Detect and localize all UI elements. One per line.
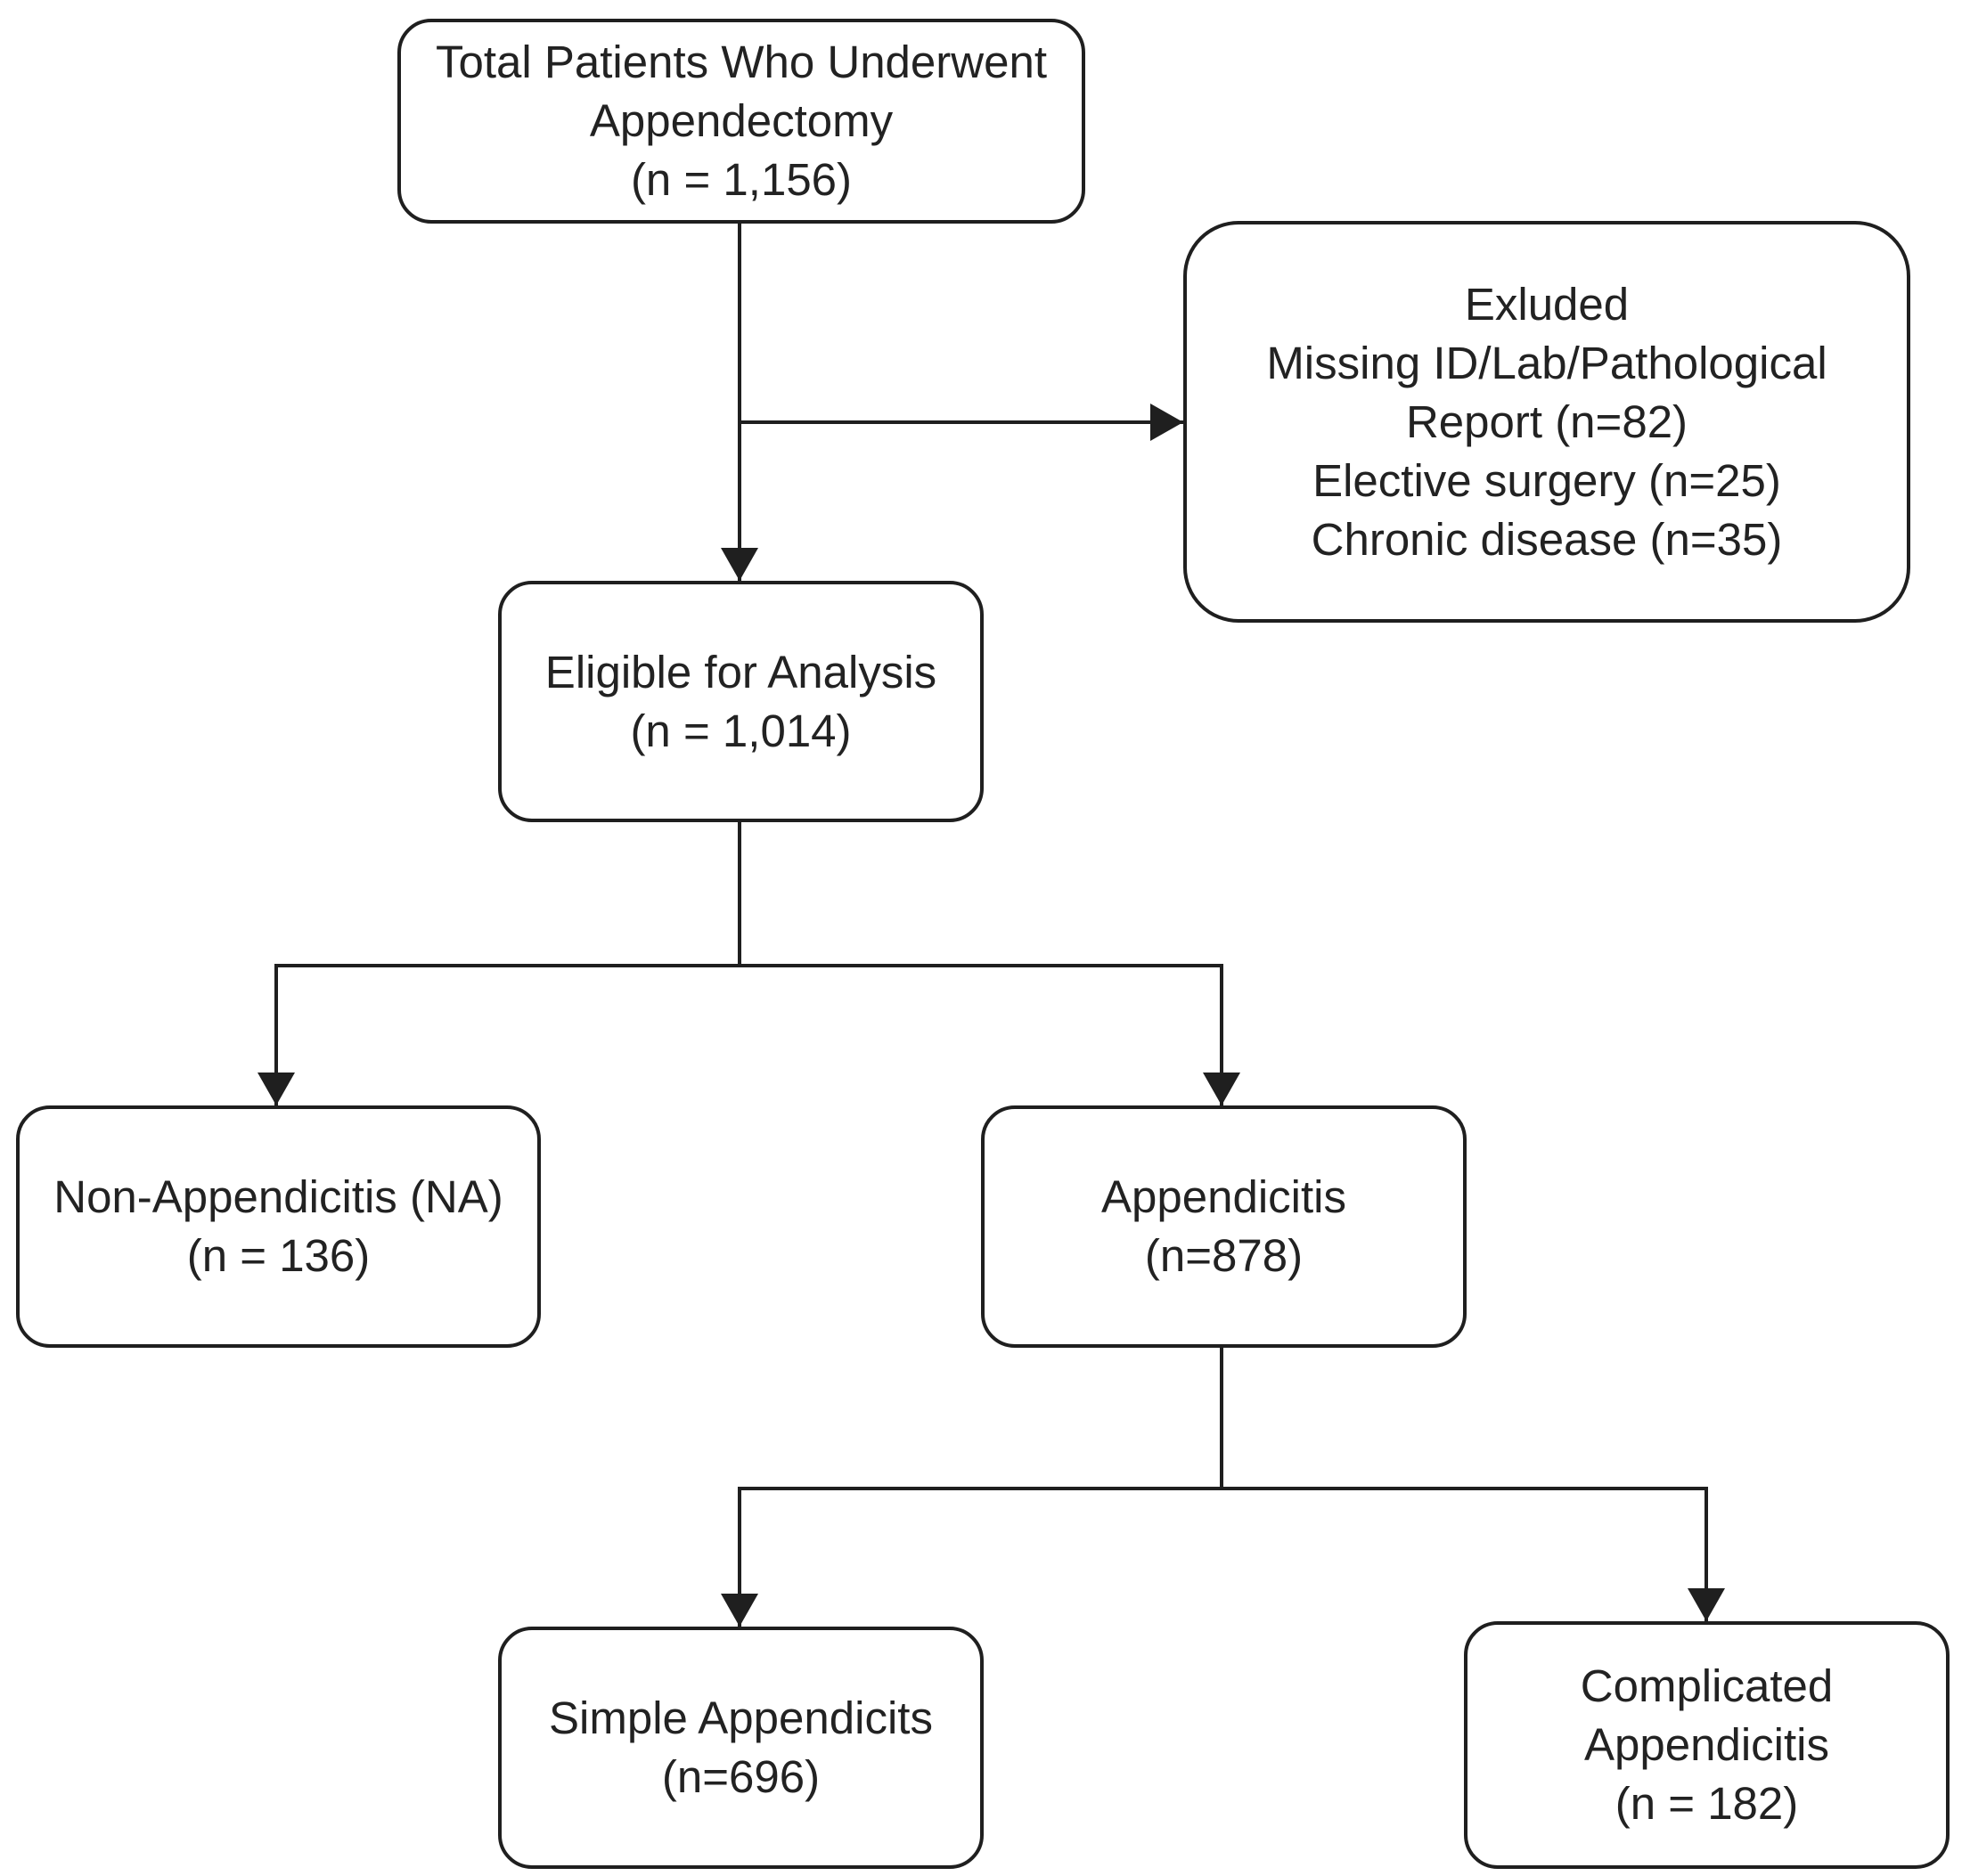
connector-appendicitis-split [738, 1346, 1708, 1490]
total-patients-line-2: Appendectomy [589, 95, 894, 146]
excluded-title: Exluded [1464, 278, 1630, 330]
simple-appendicitis-count: (n=696) [661, 1751, 821, 1802]
arrowhead-total-to-eligible [721, 548, 758, 581]
complicated-appendicitis-box: Complicated Appendicitis (n = 182) [1464, 1621, 1950, 1869]
non-appendicitis-box: Non-Appendicitis (NA) (n = 136) [16, 1105, 541, 1348]
appendicitis-count: (n=878) [1144, 1230, 1304, 1281]
eligible-for-analysis-label: Eligible for Analysis [544, 646, 937, 697]
total-patients-count: (n = 1,156) [630, 154, 853, 205]
appendicitis-box: Appendicitis (n=878) [981, 1105, 1467, 1348]
arrowhead-total-to-excluded [1150, 404, 1183, 441]
complicated-appendicitis-count: (n = 182) [1615, 1778, 1799, 1829]
complicated-appendicitis-line-2: Appendicitis [1584, 1719, 1829, 1770]
connector-eligible-split [274, 820, 1223, 967]
non-appendicitis-count: (n = 136) [186, 1230, 371, 1281]
total-patients-box: Total Patients Who Underwent Appendectom… [397, 19, 1085, 224]
total-patients-line-1: Total Patients Who Underwent [435, 37, 1047, 87]
simple-appendicitis-box: Simple Appendicits (n=696) [498, 1627, 984, 1869]
excluded-elective-surgery: Elective surgery (n=25) [1312, 454, 1781, 506]
non-appendicitis-label: Non-Appendicitis (NA) [53, 1171, 503, 1222]
eligible-for-analysis-box: Eligible for Analysis (n = 1,014) [498, 581, 984, 822]
excluded-box: Exluded Missing ID/Lab/Pathological Repo… [1183, 221, 1910, 623]
excluded-chronic-disease: Chronic disease (n=35) [1311, 513, 1783, 565]
appendicitis-label: Appendicitis [1101, 1171, 1346, 1222]
arrowhead-to-appendicitis [1203, 1073, 1240, 1105]
excluded-missing-data-line-2: Report (n=82) [1405, 396, 1688, 447]
excluded-missing-data-line-1: Missing ID/Lab/Pathological [1266, 337, 1827, 388]
arrowhead-to-non-appendicitis [258, 1073, 295, 1105]
arrowhead-to-complicated [1688, 1588, 1725, 1621]
complicated-appendicitis-line-1: Complicated [1580, 1660, 1834, 1711]
eligible-for-analysis-count: (n = 1,014) [630, 705, 852, 756]
simple-appendicitis-label: Simple Appendicits [549, 1692, 933, 1743]
arrowhead-to-simple [721, 1594, 758, 1627]
